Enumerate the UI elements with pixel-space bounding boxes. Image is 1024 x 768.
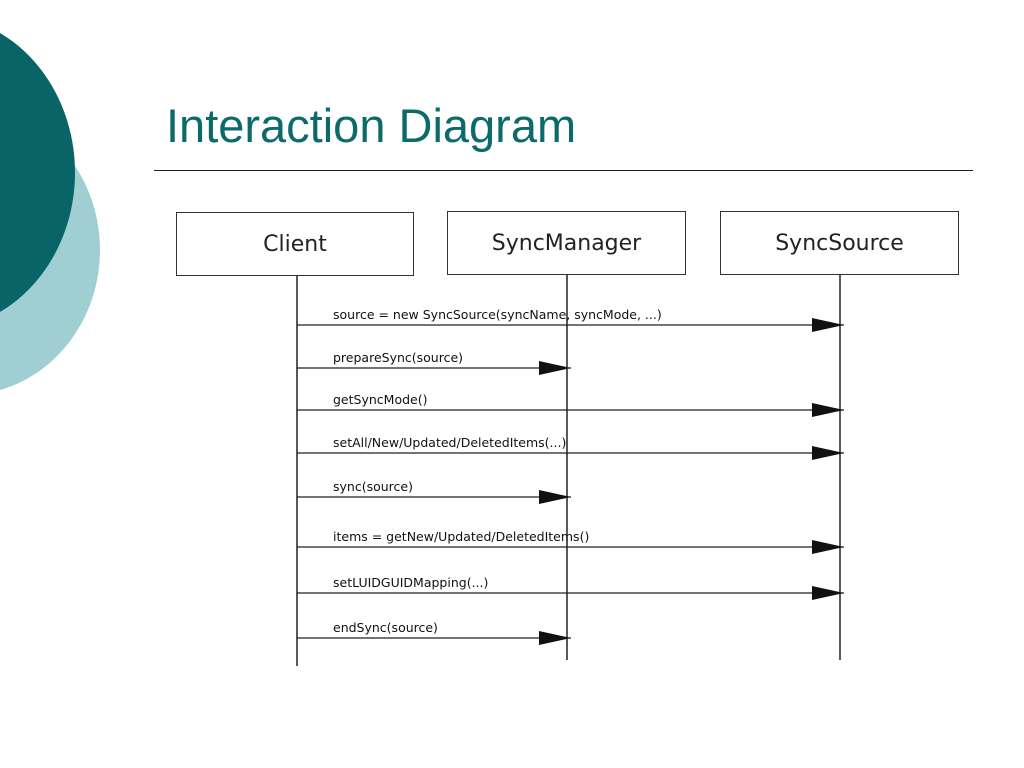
- message-label: setAll/New/Updated/DeletedItems(...): [333, 435, 567, 450]
- slide-title: Interaction Diagram: [166, 99, 577, 152]
- lifeline-box-syncmanager: SyncManager: [447, 211, 686, 275]
- message-arrowhead: [812, 318, 844, 332]
- message-label: source = new SyncSource(syncName, syncMo…: [333, 307, 662, 322]
- title-underline: [154, 170, 973, 171]
- message-arrowhead: [812, 540, 844, 554]
- message-arrowhead: [812, 586, 844, 600]
- lifeline-box-syncsource: SyncSource: [720, 211, 959, 275]
- message-arrowhead: [539, 361, 571, 375]
- message-arrowhead: [812, 403, 844, 417]
- lifeline-box-client: Client: [176, 212, 414, 276]
- message-label: endSync(source): [333, 620, 438, 635]
- message-label: items = getNew/Updated/DeletedItems(): [333, 529, 590, 544]
- message-label: prepareSync(source): [333, 350, 464, 365]
- message-label: setLUIDGUIDMapping(...): [333, 575, 489, 590]
- message-arrowhead: [812, 446, 844, 460]
- message-arrowhead: [539, 631, 571, 645]
- message-label: sync(source): [333, 479, 413, 494]
- message-label: getSyncMode(): [333, 392, 428, 407]
- message-arrowhead: [539, 490, 571, 504]
